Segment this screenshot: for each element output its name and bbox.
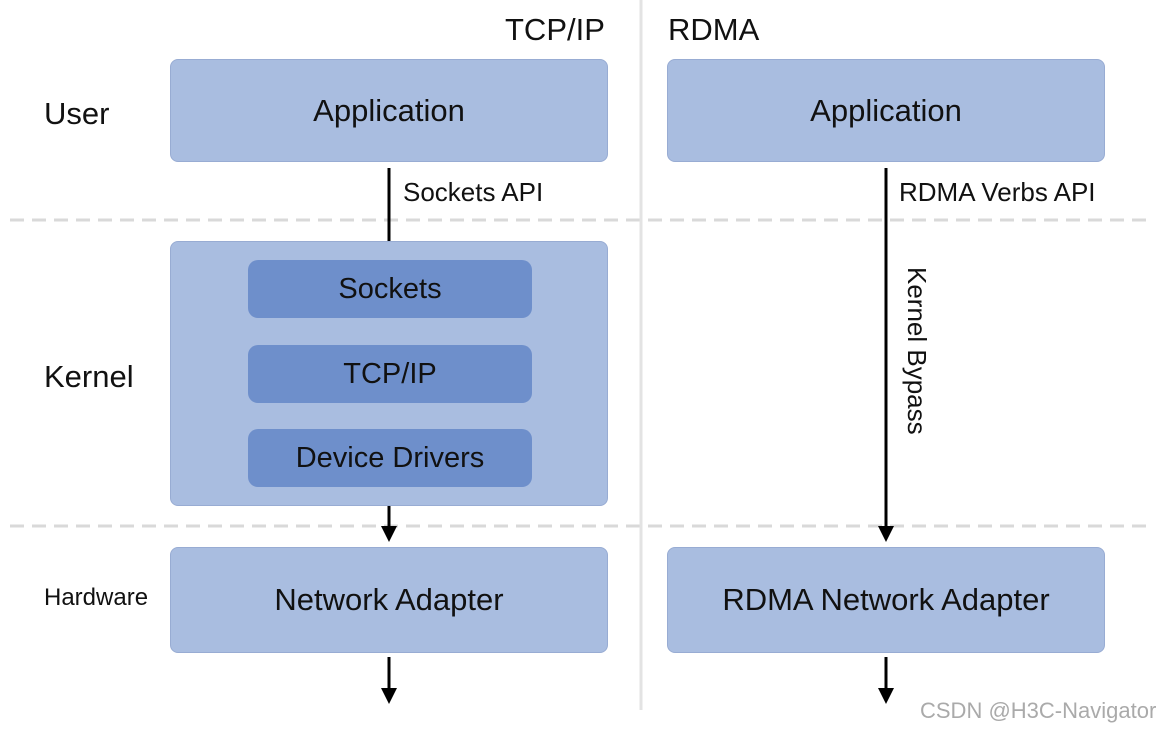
kernel-stack-device-drivers-box: Device Drivers: [248, 429, 532, 487]
rdma-arrowhead-out: [878, 688, 894, 704]
layer-label-hardware: Hardware: [44, 584, 149, 611]
rdma-arrowhead-adapter: [878, 526, 894, 542]
kernel-stack-sockets-box: Sockets: [248, 260, 532, 318]
rdma-column-title: RDMA: [668, 12, 760, 47]
rdma-application-label: Application: [810, 92, 962, 128]
kernel-stack-tcpip-box: TCP/IP: [248, 345, 532, 403]
kernel-stack-tcpip-label: TCP/IP: [343, 357, 437, 390]
rdma-network-adapter-box: RDMA Network Adapter: [667, 547, 1105, 653]
tcpip-arrowhead-out: [381, 688, 397, 704]
rdma-network-adapter-label: RDMA Network Adapter: [722, 582, 1050, 617]
layer-label-user: User: [44, 96, 110, 131]
tcpip-network-adapter-box: Network Adapter: [170, 547, 608, 653]
tcpip-column-title: TCP/IP: [505, 12, 605, 47]
kernel-stack-sockets-label: Sockets: [338, 272, 442, 305]
kernel-bypass-label: Kernel Bypass: [902, 267, 932, 435]
tcpip-arrowhead-adapter: [381, 526, 397, 542]
rdma-application-box: Application: [667, 59, 1105, 162]
kernel-stack-device-drivers-label: Device Drivers: [295, 441, 485, 474]
tcpip-network-adapter-label: Network Adapter: [274, 582, 504, 617]
layer-label-kernel: Kernel: [44, 359, 134, 394]
tcpip-application-label: Application: [313, 92, 465, 128]
sockets-api-label: Sockets API: [403, 177, 544, 207]
watermark: CSDN @H3C-Navigator: [920, 698, 1156, 723]
rdma-verbs-api-label: RDMA Verbs API: [899, 177, 1096, 207]
tcpip-application-box: Application: [170, 59, 608, 162]
